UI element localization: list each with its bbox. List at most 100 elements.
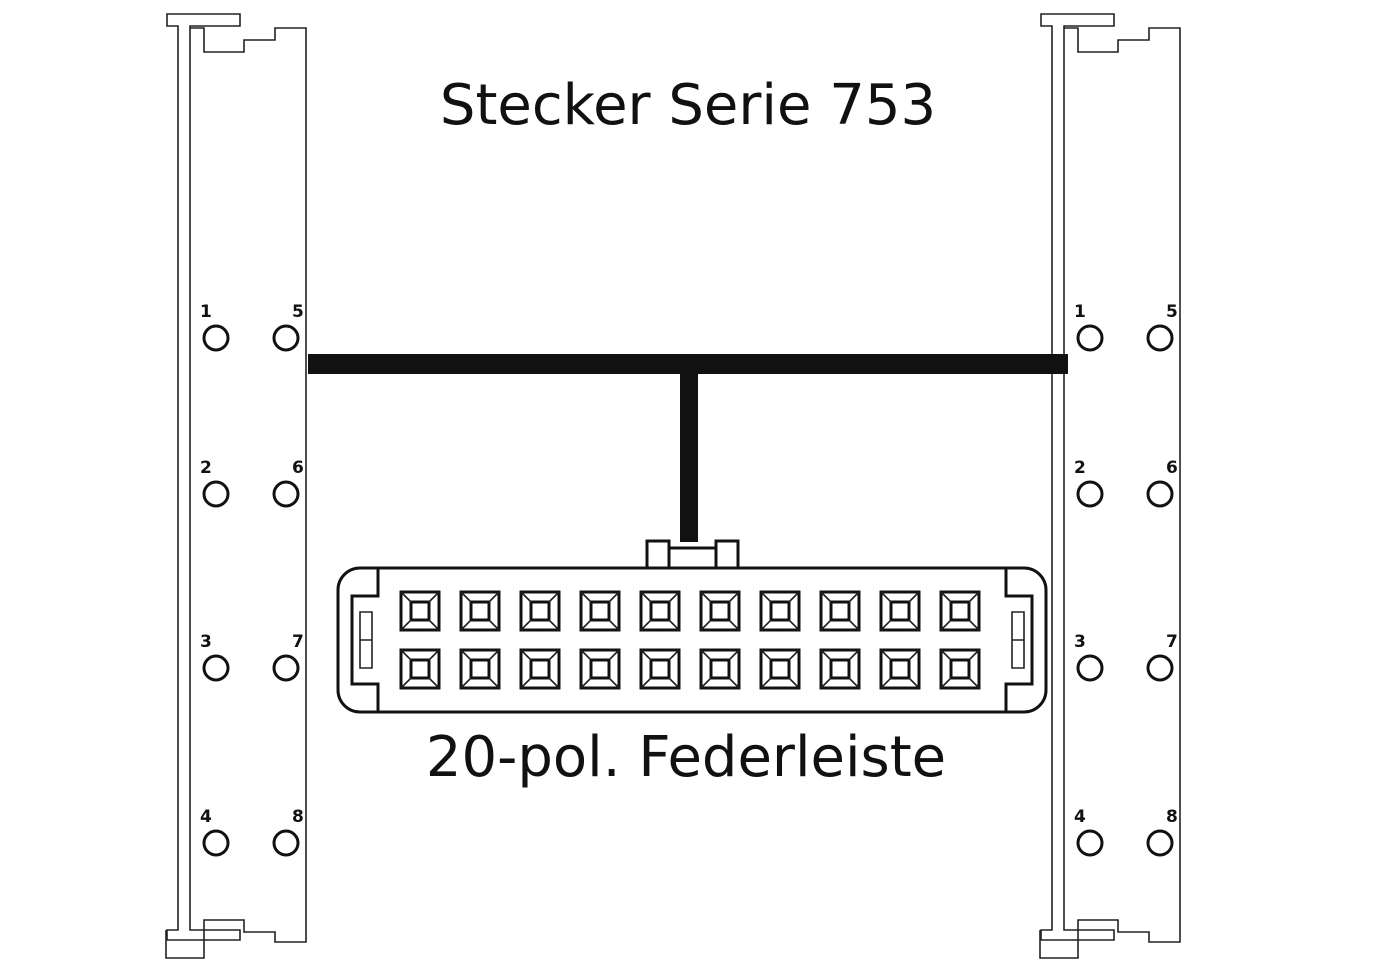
contact-bevel: [520, 591, 560, 631]
connector-side-key-left: [359, 611, 373, 669]
left-pin-3-terminal: [202, 654, 230, 682]
contact-cavity: [699, 590, 741, 632]
right-pin-label: 8: [1166, 807, 1178, 827]
left-pin-label: 6: [292, 458, 304, 478]
left-pin-label: 5: [292, 302, 304, 322]
right-pin-label: 1: [1074, 302, 1086, 322]
left-pin-label: 7: [292, 632, 304, 652]
right-pin-8-terminal: [1146, 829, 1174, 857]
right-pin-1-terminal: [1076, 324, 1104, 352]
contact-bevel: [820, 649, 860, 689]
contact-cavity: [459, 648, 501, 690]
right-pin-label: 3: [1074, 632, 1086, 652]
contact-bevel: [520, 649, 560, 689]
right-pin-label: 6: [1166, 458, 1178, 478]
contact-socket: [889, 658, 911, 680]
contact-socket: [769, 658, 791, 680]
left-pin-label: 2: [200, 458, 212, 478]
contact-bevel: [700, 649, 740, 689]
contact-bevel: [700, 591, 740, 631]
contact-socket: [769, 600, 791, 622]
contact-cavity: [519, 648, 561, 690]
right-pin-3-terminal: [1076, 654, 1104, 682]
left-pin-label: 1: [200, 302, 212, 322]
diagram-title: Stecker Serie 753: [440, 73, 936, 138]
contact-socket: [409, 658, 431, 680]
contact-cavity: [579, 590, 621, 632]
right-pin-label: 2: [1074, 458, 1086, 478]
contact-bevel: [820, 591, 860, 631]
connector-side-key-right: [1011, 611, 1025, 669]
contact-bevel: [640, 649, 680, 689]
contact-cavity: [639, 590, 681, 632]
left-pin-2-terminal: [202, 480, 230, 508]
contact-bevel: [640, 591, 680, 631]
contact-bevel: [580, 591, 620, 631]
contact-socket: [829, 658, 851, 680]
contact-socket: [949, 658, 971, 680]
female-connector-20-pin: [336, 539, 1048, 714]
left-rail-outline: [166, 13, 241, 941]
contact-socket: [889, 600, 911, 622]
contact-bevel: [460, 591, 500, 631]
contact-socket: [829, 600, 851, 622]
contact-cavity: [819, 648, 861, 690]
right-pin-5-terminal: [1146, 324, 1174, 352]
contact-bevel: [400, 591, 440, 631]
contact-socket: [409, 600, 431, 622]
right-pin-2-terminal: [1076, 480, 1104, 508]
contact-socket: [529, 658, 551, 680]
contact-bevel: [400, 649, 440, 689]
connector-label: 20-pol. Federleiste: [426, 725, 946, 790]
right-pin-4-terminal: [1076, 829, 1104, 857]
contact-bevel: [460, 649, 500, 689]
contact-socket: [709, 658, 731, 680]
connector-inner-frame: [350, 568, 1034, 712]
connector-housing: [336, 566, 1048, 714]
right-pin-label: 5: [1166, 302, 1178, 322]
left-pin-7-terminal: [272, 654, 300, 682]
contact-socket: [589, 600, 611, 622]
connector-latch-right: [714, 539, 740, 570]
contact-socket: [469, 658, 491, 680]
contact-bevel: [880, 591, 920, 631]
contact-bevel: [760, 591, 800, 631]
contact-cavity: [639, 648, 681, 690]
right-rail-outline: [1040, 13, 1115, 941]
contact-bevel: [760, 649, 800, 689]
contact-socket: [469, 600, 491, 622]
right-pin-7-terminal: [1146, 654, 1174, 682]
contact-cavity: [579, 648, 621, 690]
contact-cavity: [459, 590, 501, 632]
contact-cavity: [519, 590, 561, 632]
left-pin-label: 4: [200, 807, 212, 827]
contact-cavity: [759, 648, 801, 690]
vertical-cable: [680, 372, 698, 542]
right-pin-label: 7: [1166, 632, 1178, 652]
left-pin-8-terminal: [272, 829, 300, 857]
left-rail-body: [165, 27, 307, 959]
left-pin-4-terminal: [202, 829, 230, 857]
contact-bevel: [940, 649, 980, 689]
connector-latch-left: [645, 539, 671, 570]
contact-cavity: [939, 590, 981, 632]
contact-bevel: [940, 591, 980, 631]
horizontal-cable: [308, 354, 1068, 374]
contact-socket: [649, 658, 671, 680]
contact-cavity: [399, 648, 441, 690]
left-pin-5-terminal: [272, 324, 300, 352]
contact-bevel: [880, 649, 920, 689]
contact-cavity: [939, 648, 981, 690]
left-pin-6-terminal: [272, 480, 300, 508]
left-pin-label: 8: [292, 807, 304, 827]
contact-cavity: [819, 590, 861, 632]
contact-socket: [949, 600, 971, 622]
contact-cavity: [879, 590, 921, 632]
contact-cavity: [399, 590, 441, 632]
contact-socket: [529, 600, 551, 622]
contact-socket: [709, 600, 731, 622]
